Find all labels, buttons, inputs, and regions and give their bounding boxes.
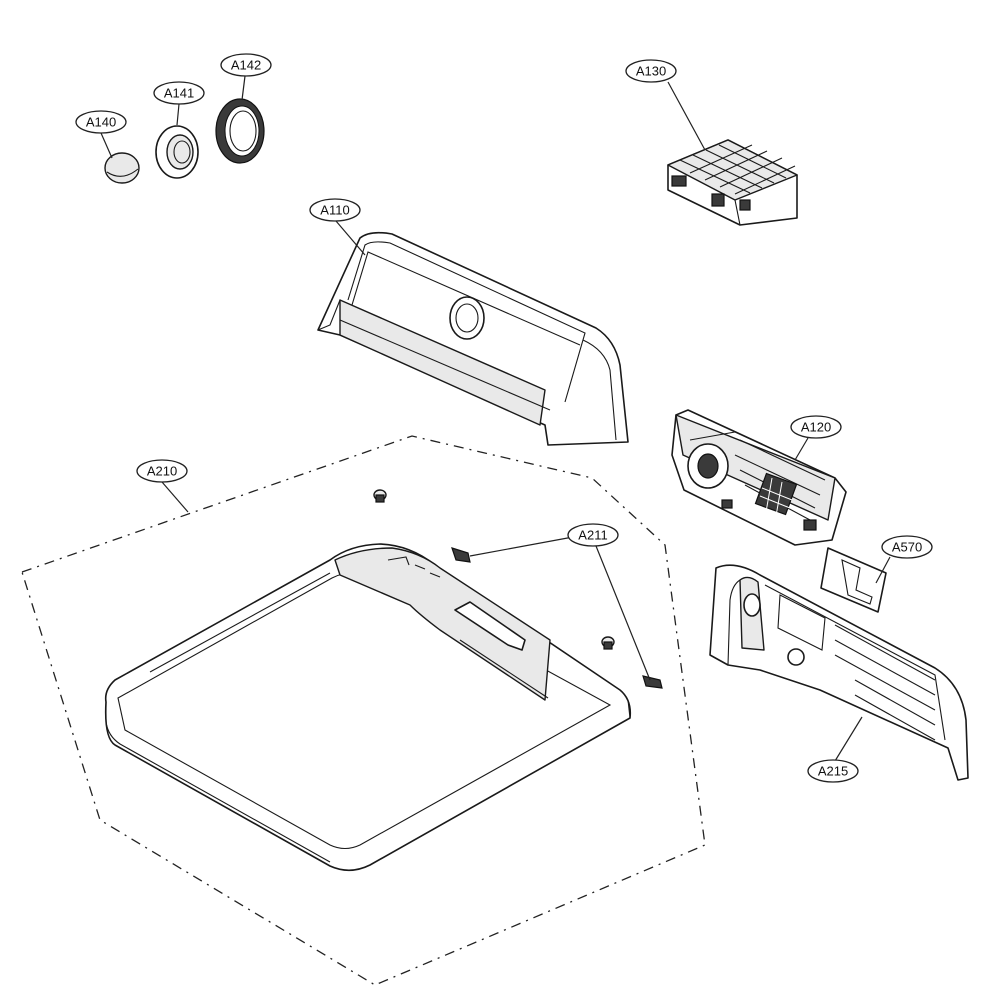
label-a141-text: A141 bbox=[164, 86, 194, 101]
label-a215: A215 bbox=[807, 759, 859, 783]
part-a110-control-panel-housing bbox=[317, 231, 629, 446]
part-a215-panel-frame bbox=[709, 564, 969, 781]
label-a210-text: A210 bbox=[147, 464, 177, 479]
label-a120-text: A120 bbox=[801, 420, 831, 435]
part-a141-knob-ring bbox=[155, 125, 199, 179]
label-a142-text: A142 bbox=[231, 58, 261, 73]
part-a142-gasket bbox=[215, 98, 265, 164]
label-a211: A211 bbox=[567, 523, 619, 547]
label-a110-text: A110 bbox=[320, 203, 349, 218]
label-a130: A130 bbox=[625, 59, 677, 83]
label-a140-text: A140 bbox=[86, 115, 116, 130]
label-a140: A140 bbox=[75, 110, 127, 134]
fastener-left bbox=[373, 489, 387, 503]
label-a211-text: A211 bbox=[578, 528, 607, 543]
part-a211-hinge-clip-upper bbox=[451, 547, 471, 563]
assembly-boundary bbox=[21, 435, 706, 986]
label-a120: A120 bbox=[790, 415, 842, 439]
label-a570-text: A570 bbox=[892, 540, 922, 555]
part-a210-top-lid bbox=[104, 489, 632, 872]
label-a141: A141 bbox=[153, 81, 205, 105]
label-a110: A110 bbox=[309, 198, 361, 222]
label-a142: A142 bbox=[220, 53, 272, 77]
part-a570-bracket bbox=[820, 547, 887, 613]
part-a140-knob-cap bbox=[104, 152, 140, 184]
label-a130-text: A130 bbox=[636, 64, 666, 79]
part-a120-control-board bbox=[671, 409, 847, 546]
label-a570: A570 bbox=[881, 535, 933, 559]
label-a210: A210 bbox=[136, 459, 188, 483]
leader-lines bbox=[100, 75, 891, 762]
label-a215-text: A215 bbox=[818, 764, 848, 779]
part-a130-control-module bbox=[667, 139, 798, 226]
part-a211-hinge-clip-lower bbox=[642, 675, 663, 689]
fastener-right bbox=[601, 636, 615, 650]
